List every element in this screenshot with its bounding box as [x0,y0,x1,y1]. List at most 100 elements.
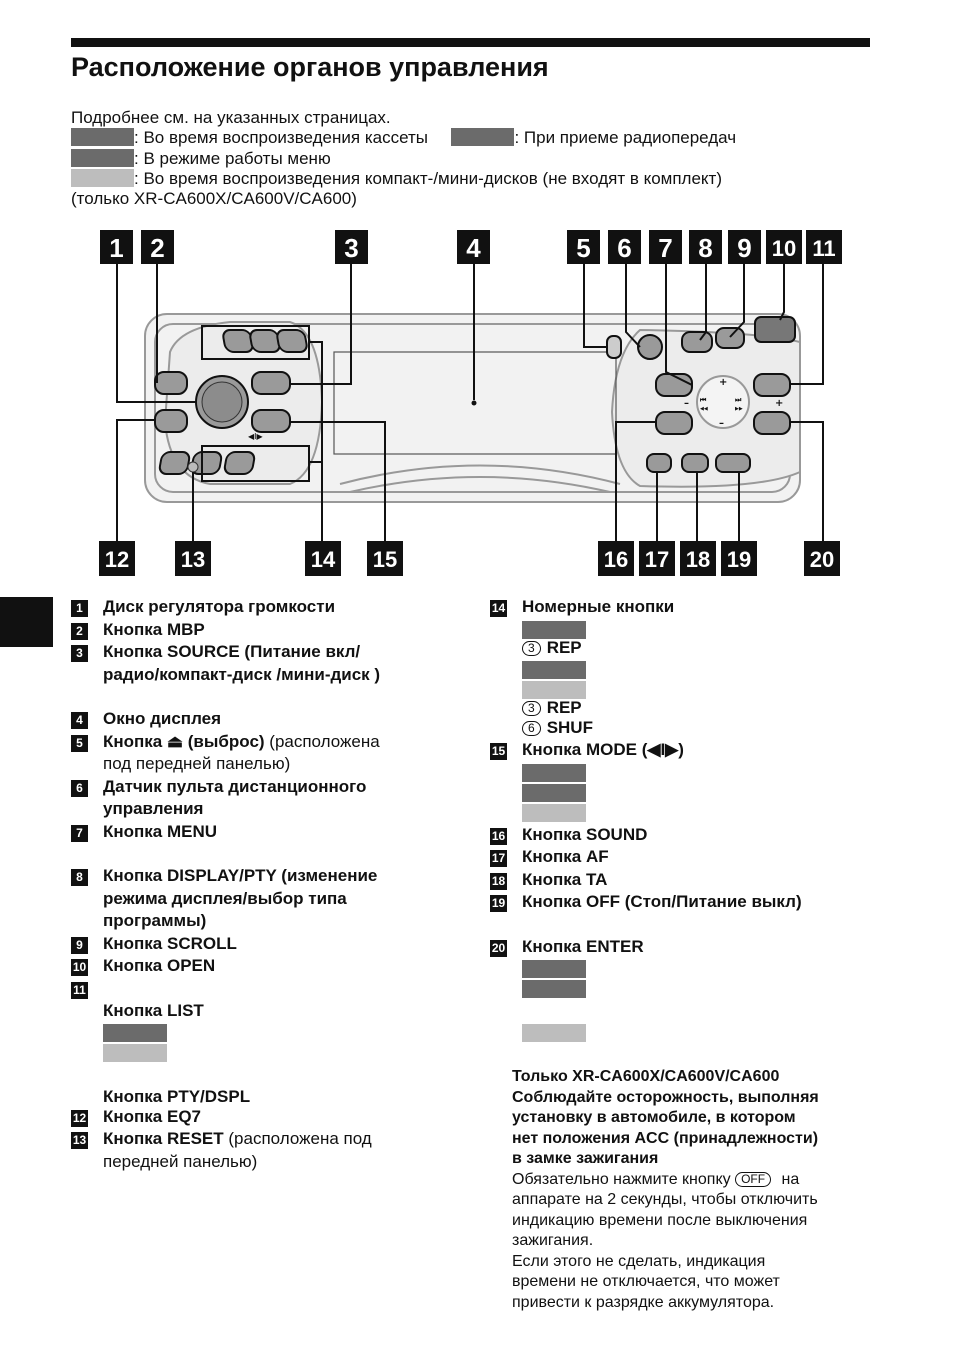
svg-text:–: – [719,418,724,429]
swatch-cd [522,803,586,822]
ta-button [681,453,709,473]
preset-4-button [158,451,191,475]
callout-6: 6 [617,233,631,263]
callout-4: 4 [466,233,481,263]
sound-button [655,411,693,435]
swatch-tape [522,763,586,782]
legend-row-3: : Во время воспроизведения компакт-/мини… [71,169,722,189]
svg-text:◀◀: ◀◀ [700,406,708,412]
page-title: Расположение органов управления [71,52,549,82]
callout-18: 18 [686,547,710,572]
menu-button [655,373,693,397]
callout-10: 10 [772,236,796,261]
callout-9: 9 [737,233,751,263]
enter-button [753,411,791,435]
swatch-radio [522,783,586,802]
list-item-cont: программы) [103,911,207,930]
callout-12: 12 [105,547,129,572]
callout-16: 16 [604,547,628,572]
swatch-menu [71,149,134,167]
mode-arrows-label: ◀I▶ [248,432,264,441]
list-item-cont: режима дисплея/выбор типа [103,888,347,908]
list-item-cont: передней панелью) [103,1151,258,1171]
af-button [646,453,672,473]
legend-row-2: : В режиме работы меню [71,149,331,169]
key-3: 3 [522,701,541,716]
list-item-cont: под передней панелью) [103,754,291,773]
callout-11: 11 [812,236,835,261]
list-item-cont: Кнопка LIST [103,1000,204,1020]
callout-3: 3 [344,233,358,263]
legend-tape: : Во время воспроизведения кассеты [134,128,428,147]
acc-warning-note: Только XR-CA600X/CA600V/CA600 Соблюдайте… [512,1068,819,1311]
mode-button [251,409,291,433]
preset-2-button [249,329,281,353]
key-6: 6 [522,720,541,736]
svg-text:+: + [719,377,727,388]
source-button [251,371,291,395]
preset-6-button [223,451,256,475]
eq7-button [154,409,188,433]
eject-button [606,335,622,359]
svg-text:⏮: ⏮ [700,396,707,404]
list-item-cont: управления [103,799,204,818]
callout-15: 15 [373,547,397,572]
list-item-cont: Кнопка PTY/DSPL [103,1087,251,1106]
svg-text:⏭: ⏭ [735,396,742,404]
swatch-tape [522,620,586,639]
callout-19: 19 [727,547,751,572]
intro-text: Подробнее см. на указанных страницах. [71,108,391,127]
legend-row-1: : Во время воспроизведения кассеты : При… [71,128,736,148]
swatch-cd [103,1044,167,1062]
legend-cd-models: (только XR-CA600X/CA600V/CA600) [71,189,357,208]
front-panel-diagram: ◀I▶ + – ⏮ ⏭ ◀◀ ▶▶ – + [99,230,842,576]
swatch-radio [522,980,586,998]
callout-14: 14 [311,547,336,572]
swatch-tape [71,128,134,146]
open-button [754,316,796,343]
swatch-cd [522,681,586,699]
list-item-cont: радио/компакт-диск /мини-диск ) [103,664,381,684]
callout-1: 1 [109,233,123,263]
callout-20: 20 [810,547,834,572]
display-pty-button [681,331,713,353]
off-button [715,453,751,473]
preset-1-button [222,329,254,353]
legend-menu: : В режиме работы меню [134,149,331,168]
callout-17: 17 [645,547,669,572]
swatch-tape [103,1024,167,1042]
swatch-cd [522,1024,586,1042]
key-3: 3 [522,640,541,656]
mbp-button [154,371,188,395]
scroll-button [715,327,745,349]
callout-8: 8 [698,233,712,263]
swatch-tape [522,960,586,978]
legend-cd: : Во время воспроизведения компакт-/мини… [134,169,723,188]
callout-2: 2 [150,233,164,263]
off-key: OFF [735,1171,772,1187]
swatch-cd [71,169,134,187]
legend-radio: : При приеме радиопередач [514,128,737,147]
section-tab [0,597,53,647]
callout-5: 5 [576,233,590,263]
